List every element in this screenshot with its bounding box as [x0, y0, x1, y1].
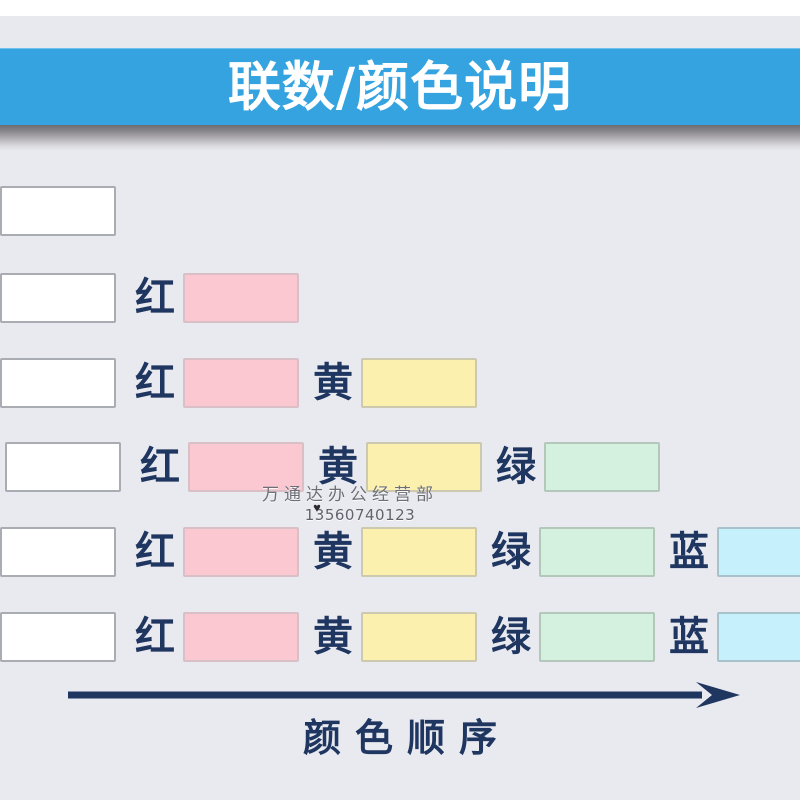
legend-row [0, 184, 116, 238]
legend-row: 红黄绿蓝 [0, 525, 800, 579]
swatch-red [188, 442, 304, 492]
swatch-white [0, 527, 116, 577]
color-label-red: 红 [135, 275, 175, 321]
swatch-yellow [361, 527, 477, 577]
swatch-white [0, 358, 116, 408]
swatch-blue [717, 612, 800, 662]
swatch-yellow [361, 612, 477, 662]
legend-row: 红黄 [0, 356, 477, 410]
color-label-yellow: 黄 [318, 444, 358, 490]
color-label-red: 红 [135, 529, 175, 575]
color-label-yellow: 黄 [313, 360, 353, 406]
swatch-red [183, 612, 299, 662]
header-banner: 联数/颜色说明 [0, 48, 800, 125]
swatch-white [5, 442, 121, 492]
footer-caption: 颜色顺序 [302, 716, 511, 760]
swatch-white [0, 186, 116, 236]
legend-row: 红 [0, 271, 299, 325]
swatch-red [183, 273, 299, 323]
color-label-red: 红 [135, 614, 175, 660]
color-order-arrow [68, 682, 740, 708]
color-label-blue: 蓝 [669, 614, 709, 660]
color-label-red: 红 [135, 360, 175, 406]
top-gray-strip [0, 16, 800, 48]
color-label-green: 绿 [496, 444, 536, 490]
page-title: 联数/颜色说明 [227, 56, 573, 118]
swatch-blue [717, 527, 800, 577]
swatch-red [183, 527, 299, 577]
swatch-green [544, 442, 660, 492]
swatch-red [183, 358, 299, 408]
legend-rows: 红红黄红黄绿红黄绿蓝红黄绿蓝 [0, 151, 800, 664]
swatch-yellow [361, 358, 477, 408]
swatch-yellow [366, 442, 482, 492]
color-label-green: 绿 [491, 529, 531, 575]
swatch-green [539, 527, 655, 577]
swatch-white [0, 273, 116, 323]
footer: 颜色顺序 [0, 672, 800, 800]
legend-row: 红黄绿蓝 [0, 610, 800, 664]
swatch-white [0, 612, 116, 662]
legend-row: 红黄绿 [5, 440, 660, 494]
color-label-yellow: 黄 [313, 614, 353, 660]
top-white-strip [0, 0, 800, 16]
color-label-red: 红 [140, 444, 180, 490]
banner-shadow [0, 125, 800, 151]
color-label-blue: 蓝 [669, 529, 709, 575]
color-label-green: 绿 [491, 614, 531, 660]
swatch-green [539, 612, 655, 662]
color-label-yellow: 黄 [313, 529, 353, 575]
